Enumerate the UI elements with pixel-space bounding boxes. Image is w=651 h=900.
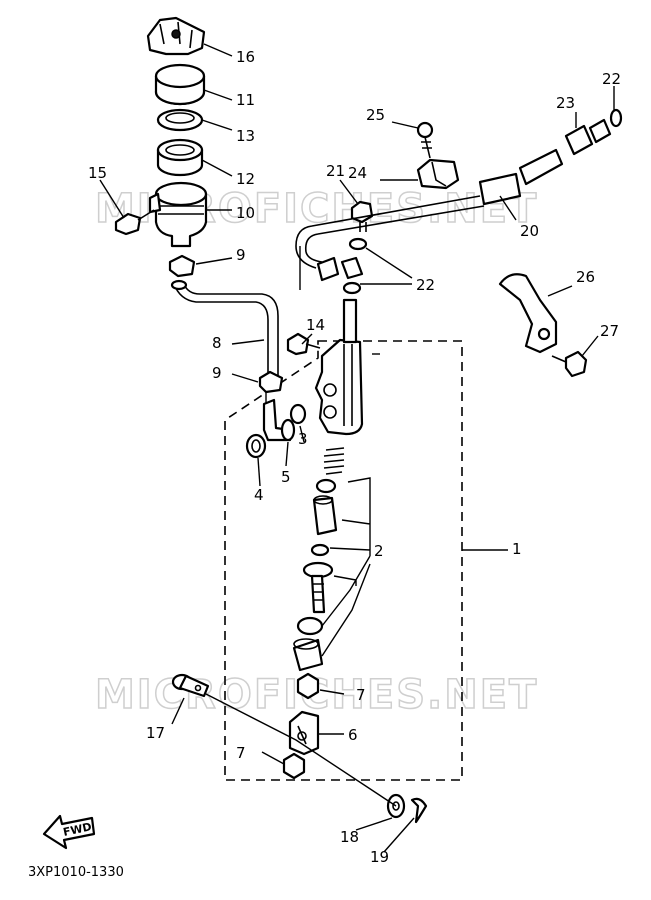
callout-11: 11 [236, 91, 255, 109]
part-2-cup [315, 478, 337, 494]
part-4-circlip [245, 433, 267, 459]
part-9-clamp-upper [168, 254, 196, 278]
part-17-pin [171, 673, 210, 698]
part-10-reservoir [148, 181, 208, 248]
callout-19: 19 [370, 848, 389, 866]
callout-5: 5 [281, 468, 291, 486]
fwd-label: FWD [62, 820, 93, 839]
callout-22-lower: 22 [416, 276, 435, 294]
callout-18: 18 [340, 828, 359, 846]
callout-15: 15 [88, 164, 107, 182]
callout-12: 12 [236, 170, 255, 188]
callout-8: 8 [212, 334, 222, 352]
callout-21: 21 [326, 162, 345, 180]
callout-7-lower: 7 [236, 744, 246, 762]
callout-20: 20 [520, 222, 539, 240]
callout-24: 24 [348, 164, 367, 182]
callout-27: 27 [600, 322, 619, 340]
part-25-screw [416, 121, 434, 159]
part-7-nut-lower [282, 752, 306, 780]
part-2-seal [310, 543, 330, 557]
callout-13: 13 [236, 127, 255, 145]
callout-26: 26 [576, 268, 595, 286]
callout-9-upper: 9 [236, 246, 246, 264]
callout-9-lower: 9 [212, 364, 222, 382]
part-14-bolt [286, 332, 321, 356]
callout-14: 14 [306, 316, 325, 334]
part-23-fitting [564, 118, 612, 156]
part-22-washer-b [342, 281, 362, 295]
part-15-bolt [114, 209, 155, 236]
part-22-washer-c [609, 108, 623, 128]
assembly-boundary [224, 340, 463, 781]
callout-4: 4 [254, 486, 264, 504]
part-20-brake-hose [295, 148, 564, 282]
callout-16: 16 [236, 48, 255, 66]
part-2-boot [292, 638, 324, 672]
fwd-arrow-icon: FWD [42, 814, 96, 850]
part-16-cap-top [146, 16, 206, 56]
part-12-diaphragm [156, 138, 204, 177]
part-3-oring [289, 403, 307, 425]
callout-2: 2 [374, 542, 384, 560]
part-7-nut-upper [296, 672, 320, 700]
part-19-cotter-pin [410, 797, 428, 824]
callout-10: 10 [236, 204, 255, 222]
part-2-circlip [296, 616, 324, 636]
part-9-clamp-lower [258, 370, 284, 394]
callout-7-upper: 7 [356, 686, 366, 704]
part-27-bolt [551, 350, 588, 378]
callout-3: 3 [298, 430, 308, 448]
master-cylinder-body [314, 298, 364, 436]
part-2-piston [312, 495, 338, 536]
callout-22-upper: 22 [602, 70, 621, 88]
part-13-plate [156, 108, 204, 132]
part-2-pushrod [302, 561, 334, 614]
part-5-nipple [262, 398, 296, 442]
part-8-hose-end [170, 279, 188, 291]
diagram-code: 3XP1010-1330 [28, 865, 124, 880]
part-8-hose [173, 283, 279, 378]
part-26-bracket [498, 273, 558, 354]
leader-lines [99, 43, 615, 853]
callout-1: 1 [512, 540, 522, 558]
callout-23: 23 [556, 94, 575, 112]
callout-17: 17 [146, 724, 165, 742]
part-22-washer-a [348, 237, 368, 251]
part-6-clevis [288, 710, 320, 756]
part-2-spring [323, 447, 345, 475]
callout-6: 6 [348, 726, 358, 744]
assembly-line [205, 246, 397, 807]
part-24-holder [416, 158, 460, 190]
callout-25: 25 [366, 106, 385, 124]
part-11-cap [154, 63, 206, 106]
